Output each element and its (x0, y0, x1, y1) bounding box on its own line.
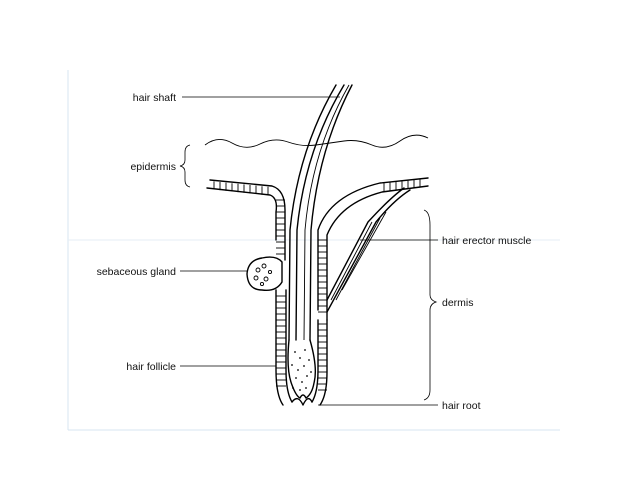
bulb-stipple-dot (305, 387, 307, 389)
bulb-stipple-dot (299, 357, 301, 359)
label-sebaceous-gland: sebaceous gland (97, 266, 177, 278)
label-hair-shaft: hair shaft (133, 92, 176, 104)
hair-follicle-walls (275, 289, 328, 406)
bulb-stipple-dot (299, 389, 301, 391)
label-hair-root: hair root (442, 400, 481, 412)
label-dermis: dermis (442, 297, 474, 309)
bulb-stipple-dot (291, 364, 293, 366)
hair-erector-muscle-shape (326, 187, 411, 313)
bulb-stipple-dot (295, 377, 297, 379)
bulb-stipple-dot (301, 381, 303, 383)
label-hair-follicle: hair follicle (126, 361, 176, 373)
hair-shaft-strands (288, 84, 353, 341)
epidermis-bracket (179, 144, 191, 188)
label-hair-erector-muscle: hair erector muscle (442, 235, 531, 247)
bulb-stipple-dot (304, 349, 306, 351)
bulb-stipple-dot (294, 351, 296, 353)
bulb-stipple-dot (306, 375, 308, 377)
bulb-stipple-dot (297, 369, 299, 371)
epidermis-right-layer (317, 177, 429, 321)
hair-bulb (287, 339, 317, 406)
bulb-stipple-dot (303, 365, 305, 367)
bulb-stipple-dot (292, 387, 294, 389)
bulb-stipple-dot (308, 359, 310, 361)
sebaceous-gland-shape (246, 256, 283, 292)
bulb-stipple-dot (310, 371, 312, 373)
label-epidermis: epidermis (130, 161, 176, 173)
dermis-bracket (423, 209, 438, 401)
panel-frame (67, 70, 560, 431)
epidermis-left-layer (206, 179, 286, 261)
